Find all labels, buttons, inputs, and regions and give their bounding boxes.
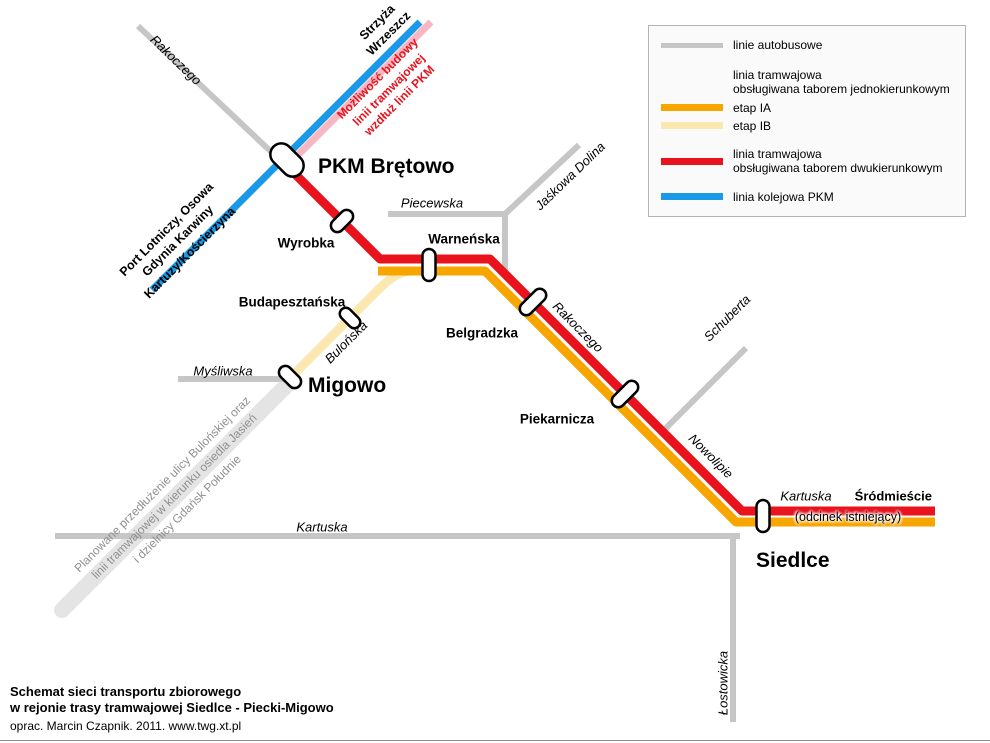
station-marker-piekarnicza [610,379,640,409]
station-label-piekarnicza: Piekarnicza [519,411,595,427]
legend: linie autobusowe linia tramwajowa obsług… [648,25,966,217]
legend-tram-bi-line1: linia tramwajowa [733,146,822,161]
bus-line-swatch [661,42,723,48]
tram-etap-ia-line [378,266,935,527]
station-marker-siedlce [755,498,771,534]
legend-row-etap-ia: etap IA [661,101,953,115]
street-label-kartuska-west: Kartuska [296,519,348,535]
station-marker-wyrobka [329,208,355,234]
legend-row-bus: linie autobusowe [661,38,953,52]
legend-spacer [661,82,723,83]
station-marker-migowo [277,364,303,390]
station-marker-warnenska [421,247,437,283]
legend-label-etap-ib: etap IB [733,118,772,133]
pkm-rail-swatch [661,193,723,201]
legend-tram-uni-line1: linia tramwajowa [733,68,822,82]
street-line-schuberta [657,345,749,437]
station-label-belgradzka: Belgradzka [445,325,519,341]
station-label-wyrobka: Wyrobka [277,235,335,251]
legend-label-tram-bidirectional: linia tramwajowa obsługiwana taborem dwu… [733,147,942,176]
street-label-kartuska-east: Kartuska [780,488,832,504]
map-title-line1: Schemat sieci transportu zbiorowego [10,684,242,699]
possible-tram-along-pkm-line [290,19,434,163]
street-line-jaskowa-dolina [502,142,582,217]
etap-ib-swatch [661,122,723,130]
tram-bidirectional-swatch [661,157,723,165]
station-label-warnenska: Warneńska [428,231,500,247]
station-marker-budapesztanska [338,306,362,330]
legend-row-etap-ib: etap IB [661,119,953,133]
planned-extension-band [54,372,300,618]
legend-label-etap-ia: etap IA [733,100,772,115]
legend-tram-bi-line2: obsługiwana taborem dwukierunkowym [733,161,943,176]
legend-label-bus: linie autobusowe [733,38,823,52]
street-label-mysliwska: Myśliwska [193,363,253,379]
legend-row-pkm: linia kolejowa PKM [661,190,953,204]
station-marker-pkm-bretowo [269,142,305,178]
legend-label-tram-unidirectional: linia tramwajowa obsługiwana taborem jed… [733,68,950,97]
map-title-block: Schemat sieci transportu zbiorowego w re… [10,684,334,733]
map-title-line2: w rejonie trasy tramwajowej Siedlce - Pi… [10,700,334,716]
station-label-migowo: Migowo [308,374,387,397]
station-label-siedlce: Siedlce [756,549,830,572]
map-credit: oprac. Marcin Czapnik. 2011. www.twg.xt.… [10,718,242,733]
street-line-rakoczego-nw [135,23,286,166]
bottom-divider [0,740,990,741]
station-label-budapesztanska: Budapesztańska [238,294,346,310]
existing-section-note: (odcinek istniejący) [794,510,902,524]
tram-bidirectional-line [283,162,935,516]
etap-ia-swatch [661,104,723,112]
station-marker-belgradzka [518,287,548,317]
street-label-lostowicka: Łostowicka [715,650,731,716]
legend-tram-uni-line2: obsługiwana taborem jednokierunkowym [733,82,950,97]
legend-row-tram-unidirectional: linia tramwajowa obsługiwana taborem jed… [661,68,953,97]
legend-label-pkm: linia kolejowa PKM [733,189,834,204]
legend-row-tram-bidirectional: linia tramwajowa obsługiwana taborem dwu… [661,147,953,176]
street-label-piecewska: Piecewska [400,195,464,211]
station-label-pkm-bretowo: PKM Brętowo [318,155,455,178]
station-label-srodmiescie: Śródmieście [854,488,932,504]
